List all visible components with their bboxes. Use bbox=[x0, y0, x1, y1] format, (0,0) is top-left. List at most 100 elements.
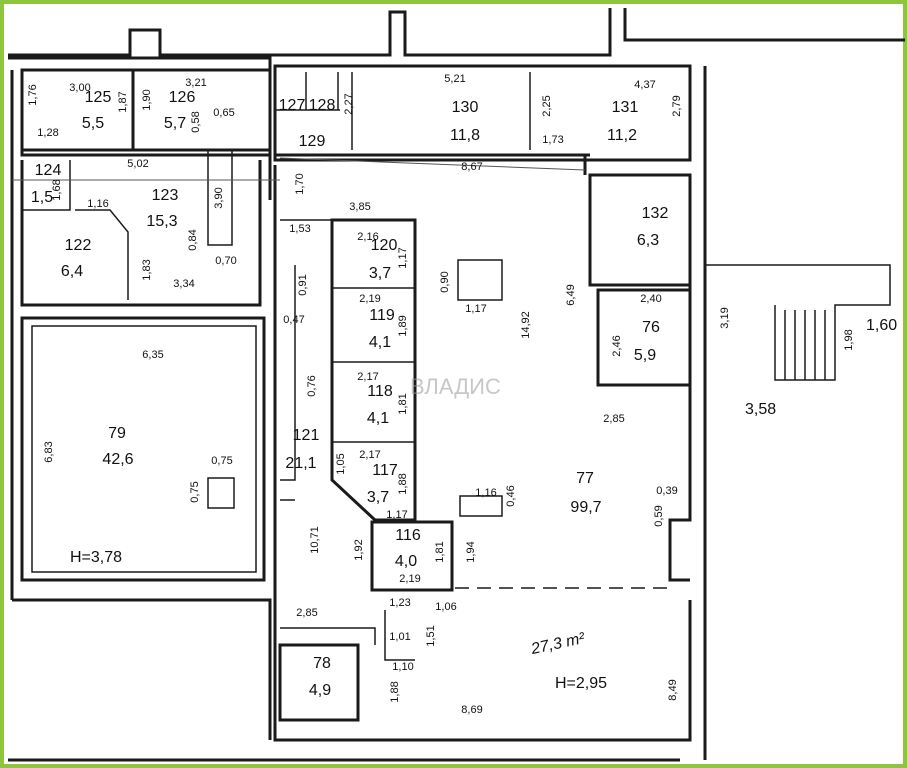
dimension: 3,19 bbox=[719, 307, 731, 328]
room-118-area: 4,1 bbox=[367, 410, 389, 427]
room-123-number: 123 bbox=[152, 187, 179, 204]
dimension: 5,02 bbox=[127, 158, 148, 170]
dimension: 0,65 bbox=[213, 107, 234, 119]
dimension: 1,70 bbox=[294, 173, 306, 194]
watermark: ВЛАДИС bbox=[410, 374, 501, 399]
dimension: 0,58 bbox=[190, 111, 202, 132]
room-116-number: 116 bbox=[395, 527, 421, 544]
dimension: 1,83 bbox=[141, 259, 153, 280]
dimension: 3,21 bbox=[185, 77, 206, 89]
room-79-area: 42,6 bbox=[102, 451, 133, 468]
dimension: 3,90 bbox=[213, 187, 225, 208]
dimension: 1,16 bbox=[475, 487, 496, 499]
dimension: 10,71 bbox=[309, 526, 321, 554]
room-132-number: 132 bbox=[642, 205, 669, 222]
dimension: 3,85 bbox=[349, 201, 370, 213]
room-119-area: 4,1 bbox=[369, 334, 391, 351]
ceiling-height-79: H=3,78 bbox=[70, 549, 122, 566]
dimension: 0,75 bbox=[189, 481, 201, 502]
room-76-number: 76 bbox=[642, 319, 660, 336]
room-126-number: 126 bbox=[169, 89, 196, 106]
dimension: 1,89 bbox=[397, 315, 409, 336]
dimension: 2,25 bbox=[541, 95, 553, 116]
dimension: 2,85 bbox=[603, 413, 624, 425]
room-120-number: 120 bbox=[371, 237, 398, 254]
dimension: 6,83 bbox=[43, 441, 55, 462]
room-117-area: 3,7 bbox=[367, 489, 389, 506]
dimension: 1,73 bbox=[542, 134, 563, 146]
dimension: 0,90 bbox=[439, 271, 451, 292]
dimension: 1,06 bbox=[435, 601, 456, 613]
room-125-area: 5,5 bbox=[82, 115, 104, 132]
room-76-area: 5,9 bbox=[634, 347, 656, 364]
dimension: 0,70 bbox=[215, 255, 236, 267]
dimension: 1,23 bbox=[389, 597, 410, 609]
dimension: 2,79 bbox=[671, 95, 683, 116]
room-124-number: 124 bbox=[35, 162, 62, 179]
room-labels: 125 5,5 126 5,7 127 128 129 130 11,8 131… bbox=[31, 89, 669, 699]
dimension: 3,34 bbox=[173, 278, 194, 290]
room-121-area: 21,1 bbox=[285, 455, 316, 472]
room-121-number: 121 bbox=[293, 427, 320, 444]
room-122-area: 6,4 bbox=[61, 263, 83, 280]
dimension: 1,10 bbox=[392, 661, 413, 673]
dimension: 2,17 bbox=[359, 449, 380, 461]
room-123-area: 15,3 bbox=[146, 213, 177, 230]
room-77-area: 99,7 bbox=[570, 499, 601, 516]
room-125-number: 125 bbox=[85, 89, 112, 106]
dimension: 14,92 bbox=[520, 311, 532, 339]
dimension: 2,19 bbox=[399, 573, 420, 585]
dimension: 0,39 bbox=[656, 485, 677, 497]
dimension: 6,35 bbox=[142, 349, 163, 361]
dimension: 1,88 bbox=[389, 681, 401, 702]
room-126-area: 5,7 bbox=[164, 115, 186, 132]
room-129-number: 129 bbox=[299, 133, 326, 150]
dimension: 1,01 bbox=[389, 631, 410, 643]
dimension: 0,84 bbox=[187, 229, 199, 250]
handwritten-area-note: 27,3 m² bbox=[529, 630, 587, 658]
room-77-number: 77 bbox=[576, 470, 594, 487]
dimension: 2,19 bbox=[359, 293, 380, 305]
dimension: 2,40 bbox=[640, 293, 661, 305]
dimension: 1,81 bbox=[397, 393, 409, 414]
room-130-area: 11,8 bbox=[450, 127, 480, 144]
dimension-labels: 1,76 3,00 1,87 1,90 3,21 0,58 0,65 1,28 … bbox=[27, 73, 897, 716]
ceiling-height-77: H=2,95 bbox=[555, 675, 607, 692]
room-116-area: 4,0 bbox=[395, 553, 417, 570]
dimension: 1,94 bbox=[465, 541, 477, 562]
dimension: 1,90 bbox=[141, 89, 153, 110]
dimension: 0,46 bbox=[505, 485, 517, 506]
dimension: 1,17 bbox=[465, 303, 486, 315]
dimension: 1,17 bbox=[386, 509, 407, 521]
dimension: 1,92 bbox=[353, 539, 365, 560]
room-117-number: 117 bbox=[372, 462, 398, 479]
room-131-number: 131 bbox=[612, 99, 639, 116]
dimension: 2,85 bbox=[296, 607, 317, 619]
dimension: 1,81 bbox=[434, 541, 446, 562]
dimension: 1,51 bbox=[425, 625, 437, 646]
dimension: 1,28 bbox=[37, 127, 58, 139]
dimension: 0,47 bbox=[283, 314, 304, 326]
room-118-number: 118 bbox=[367, 383, 393, 400]
dimension: 6,49 bbox=[565, 284, 577, 305]
dimension: 1,88 bbox=[397, 473, 409, 494]
room-127-number: 127 bbox=[279, 97, 306, 114]
dimension: 1,87 bbox=[117, 91, 129, 112]
dimension: 0,76 bbox=[306, 375, 318, 396]
dimension: 5,21 bbox=[444, 73, 465, 85]
dimension: 1,05 bbox=[335, 453, 347, 474]
room-124-area: 1,5 bbox=[31, 189, 53, 206]
room-130-number: 130 bbox=[452, 99, 479, 116]
room-119-number: 119 bbox=[369, 307, 395, 324]
dimension: 0,59 bbox=[653, 505, 665, 526]
dimension: 3,58 bbox=[745, 401, 776, 418]
dimension: 2,17 bbox=[357, 371, 378, 383]
room-131-area: 11,2 bbox=[607, 127, 637, 144]
dimension: 1,17 bbox=[397, 247, 409, 268]
dimension: 2,16 bbox=[357, 231, 378, 243]
dimension: 0,75 bbox=[211, 455, 232, 467]
dimension: 3,00 bbox=[69, 82, 90, 94]
dimension: 4,37 bbox=[634, 79, 655, 91]
